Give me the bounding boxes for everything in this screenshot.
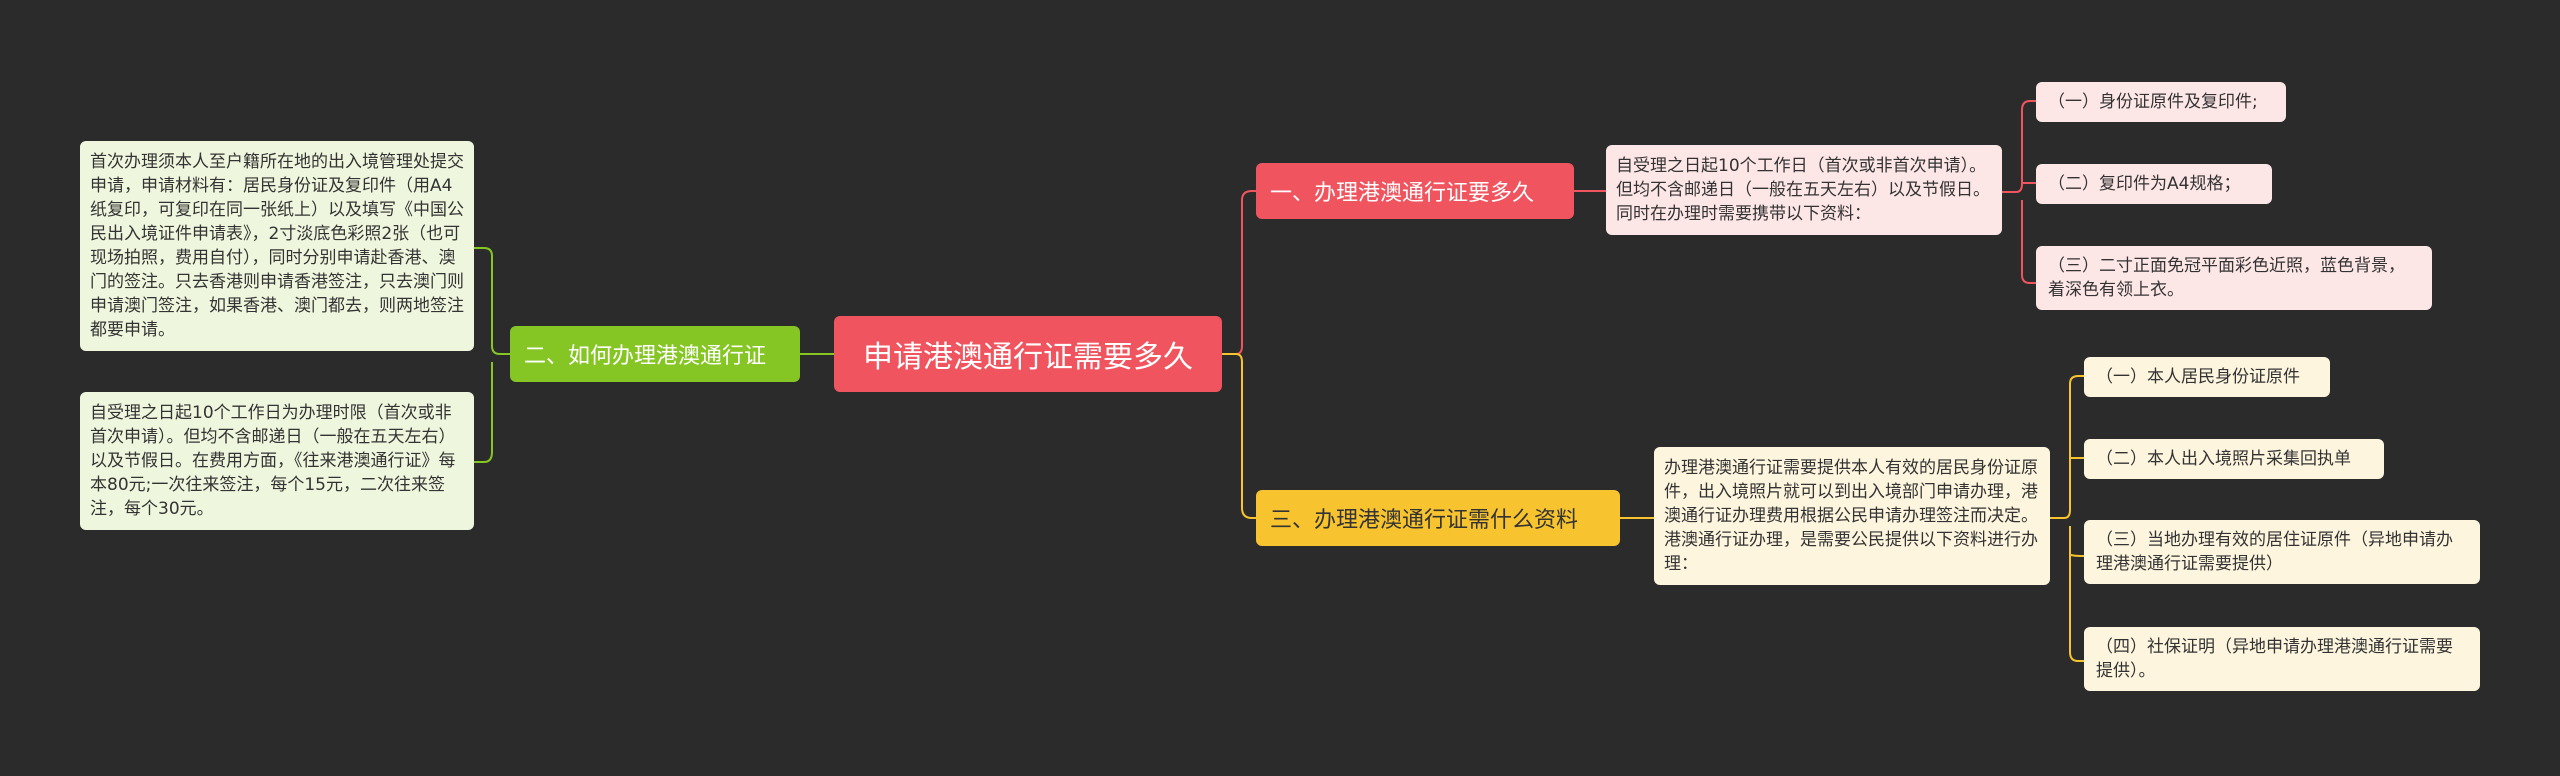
leaf-resident-id[interactable]: （一）本人居民身份证原件 <box>2084 357 2330 397</box>
leaf-photo[interactable]: （三）二寸正面免冠平面彩色近照，蓝色背景，着深色有领上衣。 <box>2036 246 2432 310</box>
link-text1-leaves <box>2002 100 2036 284</box>
leaf-id-card[interactable]: （一）身份证原件及复印件; <box>2036 82 2286 122</box>
link-branch2-texts <box>474 247 510 463</box>
leaf-photo-receipt[interactable]: （二）本人出入境照片采集回执单 <box>2084 439 2384 479</box>
branch-how-to-apply-detail-2[interactable]: 自受理之日起10个工作日为办理时限（首次或非首次申请）。但均不含邮递日（一般在五… <box>80 392 474 530</box>
leaf-social-security[interactable]: （四）社保证明（异地申请办理港澳通行证需要提供）。 <box>2084 627 2480 691</box>
leaf-residence-permit[interactable]: （三）当地办理有效的居住证原件（异地申请办理港澳通行证需要提供） <box>2084 520 2480 584</box>
branch-materials[interactable]: 三、办理港澳通行证需什么资料 <box>1256 490 1620 546</box>
link-root-branch3 <box>1222 353 1256 519</box>
branch-how-to-apply[interactable]: 二、如何办理港澳通行证 <box>510 326 800 382</box>
link-root-branch1 <box>1222 190 1256 355</box>
branch-materials-detail[interactable]: 办理港澳通行证需要提供本人有效的居民身份证原件，出入境照片就可以到出入境部门申请… <box>1654 447 2050 585</box>
branch-how-long-detail[interactable]: 自受理之日起10个工作日（首次或非首次申请）。但均不含邮递日（一般在五天左右）以… <box>1606 145 2002 235</box>
leaf-a4-copy[interactable]: （二）复印件为A4规格； <box>2036 164 2272 204</box>
branch-how-long[interactable]: 一、办理港澳通行证要多久 <box>1256 163 1574 219</box>
link-text3-leaves <box>2050 375 2085 662</box>
root-node[interactable]: 申请港澳通行证需要多久 <box>834 316 1222 392</box>
branch-how-to-apply-detail-1[interactable]: 首次办理须本人至户籍所在地的出入境管理处提交申请，申请材料有：居民身份证及复印件… <box>80 141 474 351</box>
